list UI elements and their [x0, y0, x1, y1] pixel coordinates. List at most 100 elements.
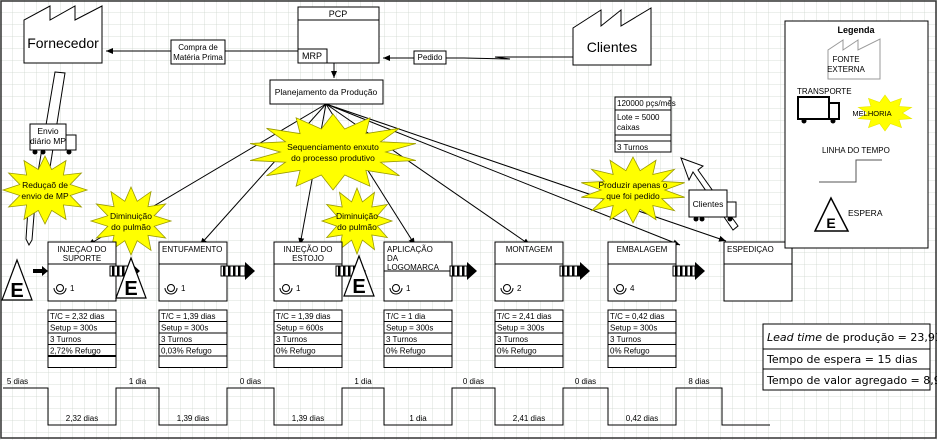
outbound-truck[interactable]: Clientes: [688, 189, 737, 222]
svg-text:Planejamento da Produção: Planejamento da Produção: [275, 87, 378, 97]
svg-text:caixas: caixas: [617, 123, 640, 132]
legend-truck-icon: [797, 96, 840, 124]
legend: Legenda FONTE EXTERNA TRANSPORTE MELHORI…: [784, 20, 929, 249]
push-arrow: [672, 262, 705, 280]
process-data-row: 3 Turnos: [386, 335, 417, 344]
svg-text:E: E: [10, 280, 23, 302]
legend-improvement-icon: [857, 94, 913, 132]
timeline-process-label: 2,41 dias: [513, 414, 545, 423]
legend-wait-icon: E: [813, 196, 850, 232]
customer-factory[interactable]: Clientes: [572, 7, 652, 66]
svg-text:E: E: [826, 215, 835, 231]
process-data-row: Setup = 600s: [276, 324, 323, 333]
process-data-row: 2,72% Refugo: [50, 347, 101, 356]
timeline-wait-label: 0 dias: [240, 377, 261, 386]
inventory-icon: E: [1, 258, 33, 302]
legend-timeline-label: LINHA DO TEMPO: [822, 146, 890, 155]
legend-transport-label: TRANSPORTE: [797, 87, 852, 96]
summary-box: Lead time de produção = 23,93 dias Tempo…: [762, 323, 937, 391]
svg-text:FONTE: FONTE: [832, 55, 859, 64]
push-arrow: [449, 262, 477, 280]
svg-text:do pulmão: do pulmão: [111, 222, 151, 232]
process-name: ESPEDIÇAO: [727, 245, 774, 254]
timeline-process-label: 1,39 dias: [292, 414, 324, 423]
process-box[interactable]: EMBALAGEM 4: [607, 241, 677, 302]
process-name: MONTAGEM: [506, 245, 553, 254]
timeline-wait-label: 8 dias: [688, 377, 709, 386]
legend-wait-label: ESPERA: [848, 208, 883, 218]
svg-text:envio de MP: envio de MP: [21, 191, 69, 201]
svg-text:Envio: Envio: [37, 126, 59, 136]
operator-count: 1: [181, 284, 186, 293]
mrp-label: MRP: [302, 51, 322, 61]
order-flow-line: [440, 56, 573, 60]
svg-text:Lote = 5000: Lote = 5000: [617, 113, 660, 122]
svg-text:E: E: [124, 278, 137, 300]
process-data-row: 3 Turnos: [161, 335, 192, 344]
supplier-factory[interactable]: Fornecedor: [23, 5, 103, 64]
process-name: EMBALAGEM: [617, 245, 668, 254]
process-data-row: Setup = 300s: [50, 324, 97, 333]
process-name: APLICAÇÃO: [387, 245, 433, 254]
process-box[interactable]: MONTAGEM 2: [494, 241, 564, 302]
process-data-row: 0% Refugo: [276, 347, 316, 356]
svg-text:E: E: [352, 276, 365, 298]
operator-icon: [613, 284, 627, 295]
process-data-row: T/C = 1 dia: [386, 312, 426, 321]
process-name: ESTOJO: [292, 254, 324, 263]
process-data-row: Setup = 300s: [386, 324, 433, 333]
purchase-label-box: Compra de Matéria Prima: [170, 39, 226, 65]
legend-improvement-label: MELHORIA: [852, 109, 891, 118]
customer-demand-box: 120000 pçs/mês Lote = 5000 caixas 3 Turn…: [614, 96, 676, 153]
process-data-row: 3 Turnos: [610, 335, 641, 344]
operator-count: 4: [630, 284, 635, 293]
operator-icon: [279, 284, 293, 295]
value-added-text: Tempo de valor agregado = 8,93: [766, 374, 937, 387]
operator-count: 1: [296, 284, 301, 293]
operator-count: 2: [517, 284, 522, 293]
process-box[interactable]: ESPEDIÇAO: [723, 241, 793, 302]
svg-text:Matéria Prima: Matéria Prima: [173, 53, 223, 62]
push-arrow: [559, 262, 590, 280]
planning-box[interactable]: Planejamento da Produção: [269, 79, 384, 105]
timeline-wait-label: 5 dias: [7, 377, 28, 386]
svg-text:diário MP: diário MP: [30, 136, 66, 146]
timeline-path: [3, 387, 770, 426]
process-data-row: T/C = 2,41 dias: [497, 312, 551, 321]
process-data-row: 0% Refugo: [386, 347, 426, 356]
operator-icon: [164, 284, 178, 295]
inbound-truck[interactable]: Envio diário MP: [29, 123, 77, 155]
timeline-wait-label: 1 dia: [354, 377, 372, 386]
pcp-box[interactable]: PCP MRP: [297, 6, 380, 64]
legend-title: Legenda: [837, 25, 875, 35]
svg-text:que foi pedido: que foi pedido: [606, 191, 660, 201]
timeline-wait-label: 0 dias: [575, 377, 596, 386]
process-data-row: Setup = 300s: [497, 324, 544, 333]
pcp-title: PCP: [329, 9, 348, 19]
svg-text:Clientes: Clientes: [693, 199, 724, 209]
timeline-process-label: 0,42 dias: [626, 414, 658, 423]
timeline-process-label: 1 dia: [409, 414, 427, 423]
process-data-row: T/C = 1,39 dias: [161, 312, 215, 321]
process-data-row: T/C = 0,42 dias: [610, 312, 664, 321]
customer-label: Clientes: [587, 39, 638, 55]
process-name: SUPORTE: [63, 254, 102, 263]
svg-text:do processo produtivo: do processo produtivo: [291, 153, 375, 163]
operator-count: 1: [70, 284, 75, 293]
process-name: INJEÇAO DO: [58, 245, 107, 254]
process-data-row: 0% Refugo: [497, 347, 537, 356]
timeline-wait-label: 1 dia: [129, 377, 147, 386]
